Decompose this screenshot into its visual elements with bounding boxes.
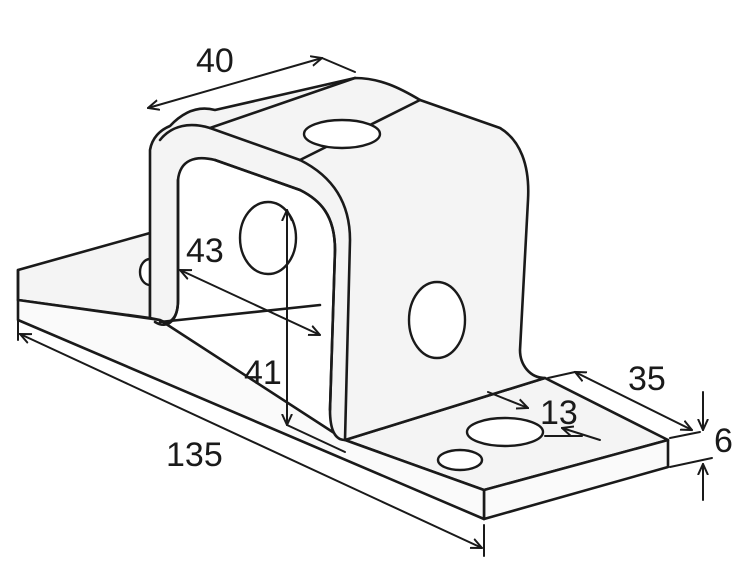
dim-top-width-label: 40 — [196, 42, 234, 80]
top-hole — [302, 118, 382, 150]
dim-top-width: 40 — [148, 42, 356, 108]
base-hole — [465, 416, 545, 448]
dim-inner-height-label: 41 — [244, 354, 282, 392]
front-leg-hole — [407, 280, 467, 360]
dim-thickness-label: 6 — [714, 422, 733, 460]
dim-overall-length-label: 135 — [166, 436, 223, 474]
dim-base-depth-label: 35 — [628, 360, 666, 398]
dim-inner-width-label: 43 — [186, 232, 224, 270]
dim-hole-diameter: 13 — [487, 391, 601, 441]
dim-hole-diameter-label: 13 — [540, 394, 578, 432]
dim-base-depth: 35 — [547, 360, 701, 439]
dim-overall-length: 135 — [17, 309, 485, 557]
dim-inner-width: 43 — [180, 232, 320, 335]
base-slot — [436, 448, 484, 472]
dim-thickness: 6 — [669, 391, 733, 501]
